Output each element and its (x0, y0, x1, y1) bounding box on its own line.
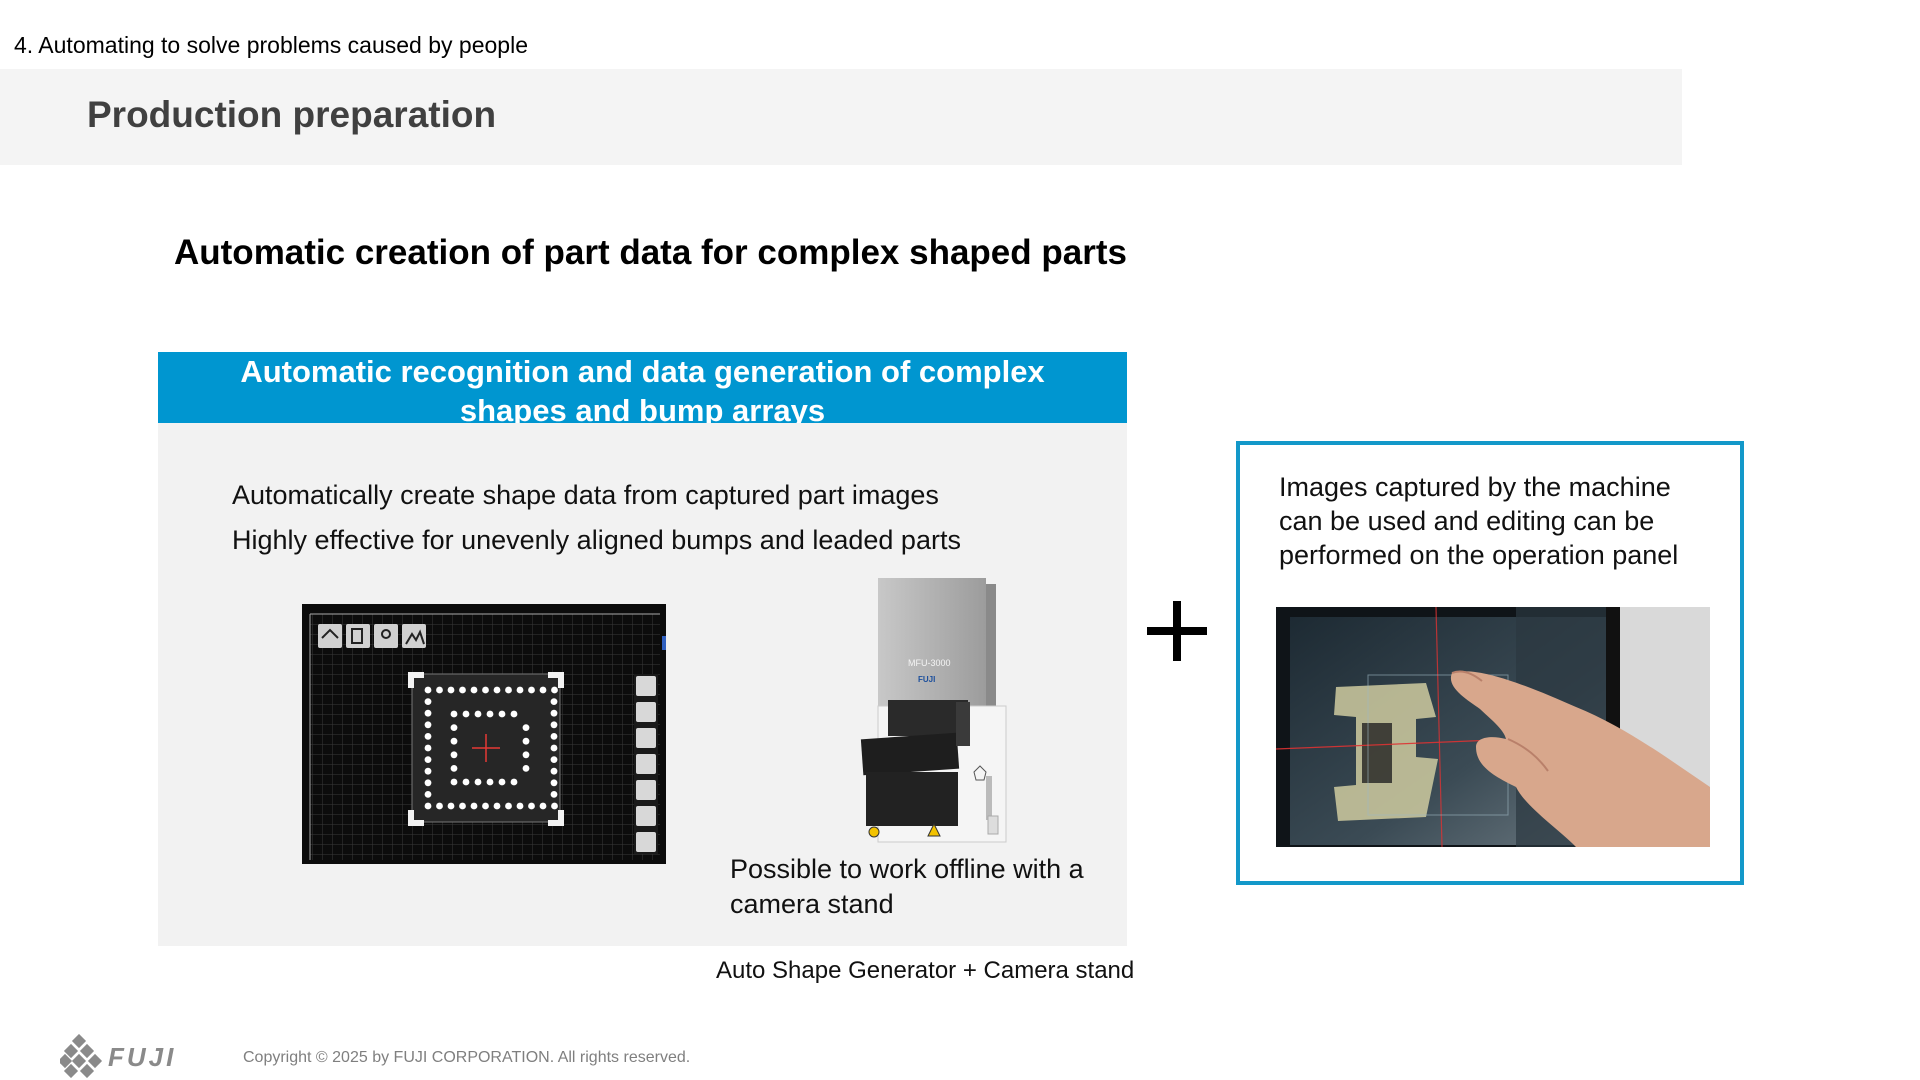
section-label: 4. Automating to solve problems caused b… (14, 32, 528, 58)
fuji-logo: FUJI (60, 1034, 176, 1078)
panel-header-line1: Automatic recognition and data generatio… (240, 354, 1045, 389)
operation-panel-text: Images captured by the machine can be us… (1279, 470, 1719, 572)
fuji-logo-text: FUJI (108, 1042, 176, 1072)
offline-note: Possible to work offline with a camera s… (730, 852, 1130, 922)
offline-note-line2: camera stand (730, 889, 894, 919)
camera-stand-model-label: MFU-3000 (908, 658, 951, 668)
bullet-item: Automatically create shape data from cap… (232, 480, 939, 510)
copyright-text: Copyright © 2025 by FUJI CORPORATION. Al… (243, 1049, 691, 1066)
slide-subtitle: Automatic creation of part data for comp… (174, 233, 1127, 272)
panel-header: Automatic recognition and data generatio… (158, 352, 1127, 423)
operation-panel-line3: performed on the operation panel (1279, 540, 1679, 570)
offline-note-line1: Possible to work offline with a (730, 854, 1084, 884)
touch-panel-photo (1276, 607, 1710, 847)
operation-panel-line1: Images captured by the machine (1279, 472, 1671, 502)
operation-panel-line2: can be used and editing can be (1279, 506, 1655, 536)
panel-header-line2: shapes and bump arrays (459, 393, 826, 423)
plus-icon (1147, 601, 1207, 661)
camera-stand-brand: FUJI (918, 675, 935, 684)
camera-stand-image: MFU-3000 FUJI (860, 578, 1007, 843)
shape-data-screenshot (302, 604, 666, 864)
page-title: Production preparation (87, 94, 497, 135)
image-caption: Auto Shape Generator + Camera stand (716, 957, 1135, 984)
bullet-item: Highly effective for unevenly aligned bu… (232, 525, 961, 555)
title-band (0, 69, 1682, 165)
